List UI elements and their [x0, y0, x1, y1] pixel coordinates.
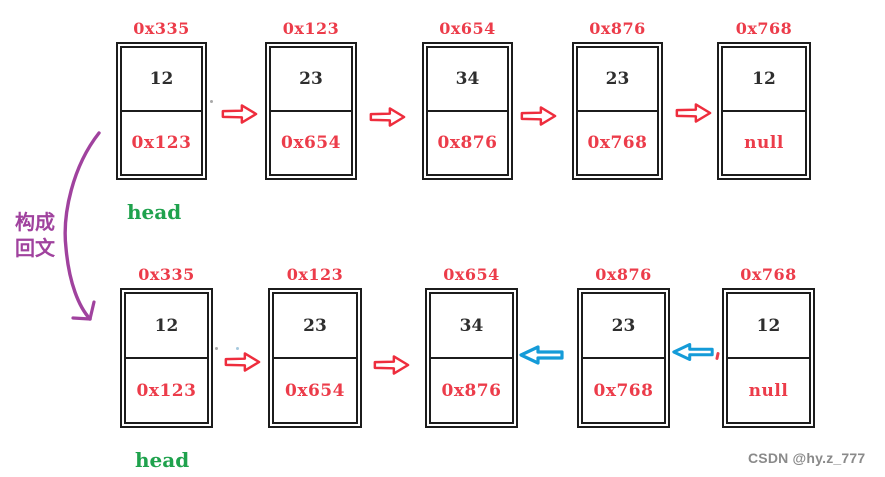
node-value: 23	[605, 69, 630, 89]
next-arrow-icon	[224, 352, 261, 372]
list-node: 0x876 23 0x768	[577, 265, 670, 428]
next-arrow-icon	[675, 103, 712, 123]
node-address-label: 0x335	[138, 265, 195, 284]
node-value: 12	[149, 69, 174, 89]
ink-dot	[210, 100, 213, 103]
ink-dot	[215, 347, 218, 350]
node-box: 34 0x876	[425, 288, 518, 428]
node-address-label: 0x768	[740, 265, 797, 284]
node-value: 12	[154, 315, 179, 336]
node-box: 12 0x123	[120, 288, 213, 428]
node-next-pointer: 0x876	[428, 110, 507, 174]
reversed-arrow-icon	[672, 343, 714, 361]
list-node: 0x768 12 null	[722, 265, 815, 428]
head-pointer-label: head	[127, 200, 182, 224]
node-box: 12 null	[717, 42, 811, 180]
node-next-pointer: 0x123	[122, 110, 201, 174]
next-arrow-icon	[373, 355, 410, 375]
list-node: 0x654 34 0x876	[422, 19, 513, 180]
palindrome-annotation: 构成回文	[15, 209, 55, 261]
next-arrow-icon	[520, 106, 557, 126]
node-box: 23 0x768	[577, 288, 670, 428]
node-box: 12 0x123	[116, 42, 207, 180]
node-box: 34 0x876	[422, 42, 513, 180]
node-next-pointer: 0x876	[431, 357, 512, 422]
node-box: 12 null	[722, 288, 815, 428]
node-value: 23	[299, 69, 323, 89]
reversed-arrow-icon	[519, 345, 564, 365]
node-next-pointer: 0x654	[274, 357, 356, 422]
node-address-label: 0x876	[589, 19, 646, 38]
csdn-watermark: CSDN @hy.z_777	[748, 450, 866, 466]
node-box: 23 0x654	[268, 288, 362, 428]
node-next-pointer: null	[723, 110, 805, 174]
node-address-label: 0x654	[443, 265, 500, 284]
annotation-line2: 回文	[15, 236, 55, 260]
ink-dot	[236, 347, 239, 350]
node-address-label: 0x123	[286, 265, 344, 284]
list-node: 0x123 23 0x654	[268, 265, 362, 428]
next-arrow-icon	[369, 107, 406, 127]
node-next-pointer: 0x123	[126, 357, 207, 422]
node-value: 23	[303, 315, 327, 336]
node-address-label: 0x123	[282, 19, 340, 38]
node-value: 34	[459, 315, 484, 336]
node-address-label: 0x335	[133, 19, 190, 38]
node-box: 23 0x654	[265, 42, 357, 180]
node-value: 12	[752, 69, 776, 89]
node-next-pointer: 0x654	[271, 110, 351, 174]
node-address-label: 0x654	[439, 19, 496, 38]
node-address-label: 0x876	[595, 265, 652, 284]
node-address-label: 0x768	[735, 19, 793, 38]
node-value: 34	[455, 69, 480, 89]
node-next-pointer: 0x768	[578, 110, 657, 174]
list-node: 0x876 23 0x768	[572, 19, 663, 180]
list-node: 0x123 23 0x654	[265, 19, 357, 180]
ink-mark	[715, 351, 720, 361]
node-value: 23	[611, 315, 636, 336]
next-arrow-icon	[221, 104, 258, 124]
list-node: 0x335 12 0x123	[120, 265, 213, 428]
list-node: 0x335 12 0x123	[116, 19, 207, 180]
node-next-pointer: 0x768	[583, 357, 664, 422]
node-next-pointer: null	[728, 357, 809, 422]
head-pointer-label: head	[135, 448, 190, 472]
node-value: 12	[756, 315, 781, 336]
list-node: 0x654 34 0x876	[425, 265, 518, 428]
node-box: 23 0x768	[572, 42, 663, 180]
annotation-line1: 构成	[15, 210, 55, 234]
list-node: 0x768 12 null	[717, 19, 811, 180]
